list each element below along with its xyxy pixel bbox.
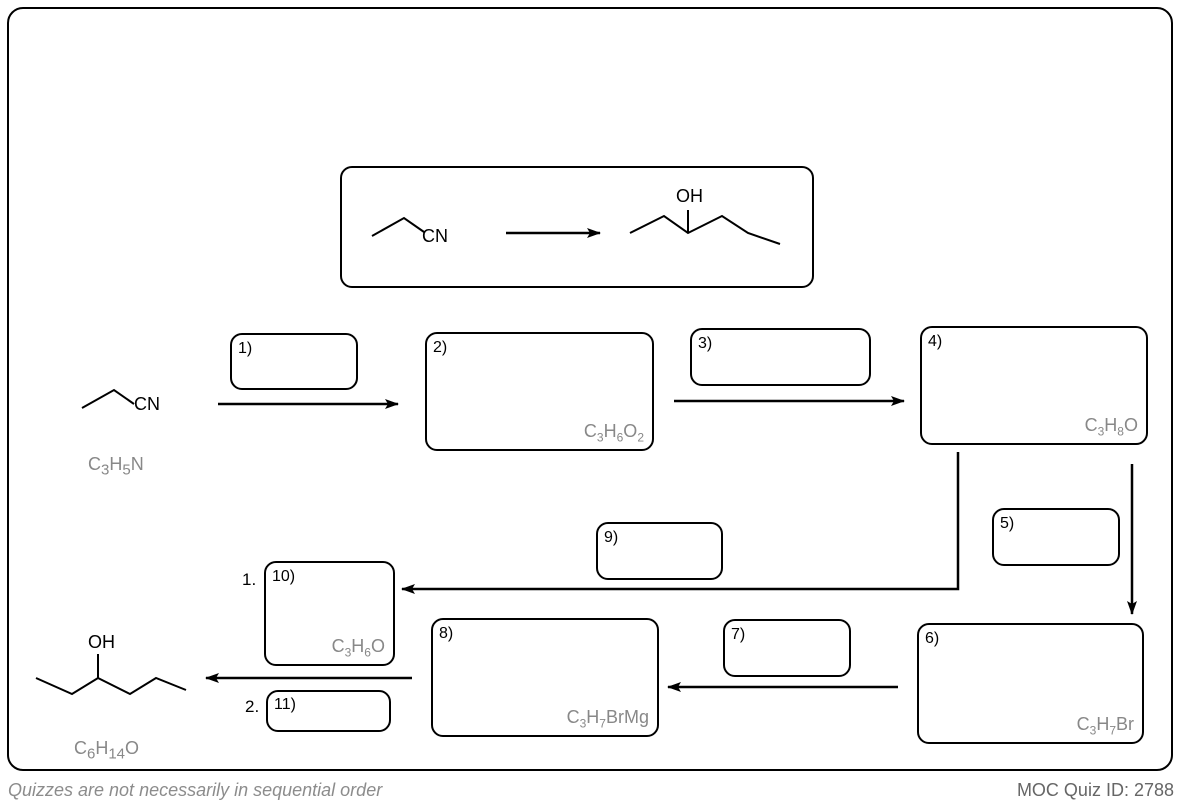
outer-frame [7, 7, 1173, 771]
answer-box-9[interactable]: 9) [596, 522, 723, 580]
final-oh-label: OH [88, 632, 115, 652]
box-number: 7) [731, 626, 746, 643]
box-formula: C3H6O [331, 636, 385, 660]
overview-box [340, 166, 814, 288]
overview-cn-label: CN [422, 226, 448, 246]
answer-box-3[interactable]: 3) [690, 328, 871, 386]
arrow-9 [401, 452, 960, 594]
answer-box-4[interactable]: 4) C3H8O [920, 326, 1148, 445]
answer-box-5[interactable]: 5) [992, 508, 1120, 566]
box-number: 4) [928, 333, 943, 350]
final-hexanol-skeleton [35, 676, 187, 696]
box-number: 8) [439, 625, 454, 642]
answer-box-8[interactable]: 8) C3H7BrMg [431, 618, 659, 737]
answer-box-11[interactable]: 11) [266, 690, 391, 732]
box-number: 9) [604, 529, 619, 546]
box-number: 6) [925, 630, 940, 647]
answer-box-10[interactable]: 10) C3H6O [264, 561, 395, 666]
box-number: 1) [238, 340, 253, 357]
answer-box-1[interactable]: 1) [230, 333, 358, 390]
step-label-1: 1. [242, 570, 257, 589]
box-number: 11) [274, 696, 296, 713]
quiz-id: MOC Quiz ID: 2788 [1016, 780, 1174, 800]
start-nitrile-skeleton [81, 388, 135, 409]
box-formula: C3H6O2 [583, 421, 644, 445]
answer-box-7[interactable]: 7) [723, 619, 851, 677]
start-formula: C3H5N [88, 454, 144, 479]
final-formula: C6H14O [74, 738, 140, 763]
box-formula: C3H7Br [1076, 714, 1134, 738]
box-number: 10) [272, 568, 296, 585]
answer-box-2[interactable]: 2) C3H6O2 [425, 332, 654, 451]
start-cn-label: CN [134, 394, 160, 414]
footer-note: Quizzes are not necessarily in sequentia… [8, 780, 383, 800]
box-formula: C3H7BrMg [566, 707, 649, 731]
box-number: 2) [433, 339, 448, 356]
box-formula: C3H8O [1084, 415, 1138, 439]
box-number: 3) [698, 335, 713, 352]
overview-nitrile-skeleton [371, 216, 425, 237]
step-label-2: 2. [245, 697, 260, 716]
answer-box-6[interactable]: 6) C3H7Br [917, 623, 1144, 744]
overview-oh-label: OH [676, 186, 703, 206]
overview-hexanol-skeleton [629, 214, 781, 245]
box-number: 5) [1000, 515, 1015, 532]
